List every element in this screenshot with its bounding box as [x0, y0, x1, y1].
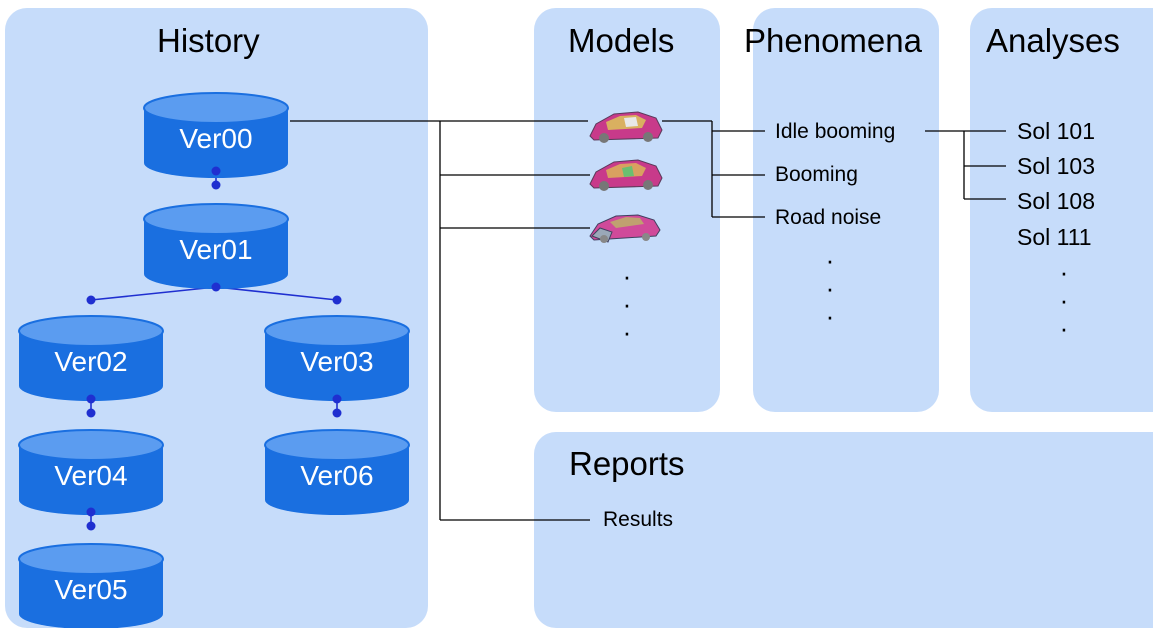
- phenomena-title: Phenomena: [744, 22, 922, 59]
- connector-dot: [211, 166, 221, 176]
- analysis-item: Sol 111: [1017, 224, 1092, 250]
- analyses-panel: [970, 8, 1153, 412]
- version-label: Ver02: [54, 346, 127, 377]
- analyses-ellipsis: · · ·: [1059, 257, 1069, 343]
- report-item: Results: [603, 508, 674, 531]
- phenomena-item: Road noise: [775, 206, 882, 229]
- reports-panel: [534, 432, 1153, 628]
- connector-dot: [332, 394, 342, 404]
- connector-dot: [211, 282, 221, 292]
- version-cylinder: Ver04: [18, 429, 164, 515]
- connector-dot: [86, 521, 96, 531]
- version-cylinder: Ver06: [264, 429, 410, 515]
- phenomena-panel: [753, 8, 939, 412]
- models-title: Models: [568, 22, 675, 59]
- connector-dot: [332, 295, 342, 305]
- version-label: Ver06: [300, 460, 373, 491]
- models-panel: [534, 8, 720, 412]
- car-model-icon: [589, 159, 663, 191]
- version-label: Ver00: [179, 123, 252, 154]
- version-cylinder: Ver05: [18, 543, 164, 628]
- phenomena-item: Booming: [775, 163, 858, 186]
- models-ellipsis: · · ·: [622, 261, 632, 347]
- connector-dot: [332, 408, 342, 418]
- version-label: Ver05: [54, 574, 127, 605]
- connector-dot: [86, 507, 96, 517]
- car-model-icon: [589, 111, 663, 143]
- connector-dot: [86, 394, 96, 404]
- version-label: Ver04: [54, 460, 127, 491]
- analysis-item: Sol 103: [1017, 153, 1096, 179]
- phenomena-ellipsis: · · ·: [825, 245, 835, 331]
- version-cylinder: Ver00: [143, 92, 289, 178]
- phenomena-item: Idle booming: [775, 120, 896, 143]
- analyses-title: Analyses: [986, 22, 1120, 59]
- connector-dot: [86, 295, 96, 305]
- version-cylinder: Ver03: [264, 315, 410, 401]
- connector-dot: [211, 180, 221, 190]
- version-cylinder: Ver02: [18, 315, 164, 401]
- reports-title: Reports: [569, 445, 685, 482]
- version-cylinder: Ver01: [143, 203, 289, 289]
- history-title: History: [157, 22, 260, 59]
- car-body-frame-icon: [589, 214, 661, 243]
- analysis-item: Sol 101: [1017, 118, 1096, 144]
- version-label: Ver03: [300, 346, 373, 377]
- connector-dot: [86, 408, 96, 418]
- analysis-item: Sol 108: [1017, 188, 1096, 214]
- version-label: Ver01: [179, 234, 252, 265]
